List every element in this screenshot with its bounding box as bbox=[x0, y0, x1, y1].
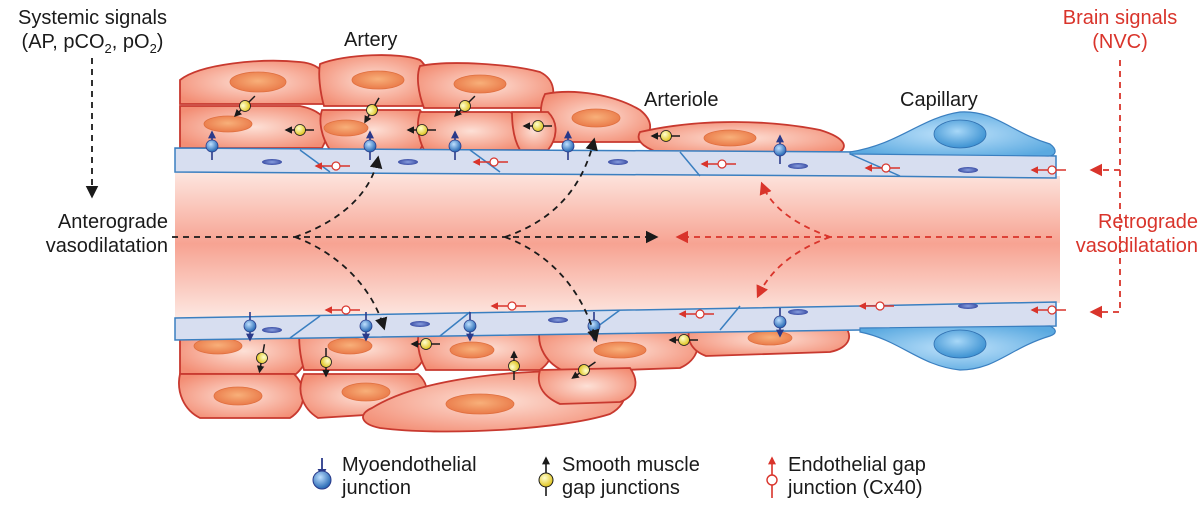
vessel-lumen bbox=[175, 170, 1060, 318]
anterograde-line1: Anterograde bbox=[57, 211, 168, 233]
legend-endothelial-gap-icon bbox=[766, 456, 778, 498]
myoendothelial-junctions bbox=[205, 130, 787, 342]
systemic-signals-label: Systemic signals (AP, pCO2, pO2) bbox=[0, 6, 185, 61]
legend-smooth-muscle-gap-icon bbox=[538, 456, 554, 496]
capillary-label: Capillary bbox=[900, 89, 978, 111]
brain-line2: (NVC) bbox=[1092, 31, 1148, 53]
legend-smooth-line1: Smooth muscle bbox=[562, 454, 700, 476]
anterograde-label: Anterograde vasodilatation bbox=[20, 210, 168, 258]
smooth-muscle-gap-junctions bbox=[234, 95, 698, 380]
retrograde-signal-arrows bbox=[675, 60, 1121, 319]
brain-line1: Brain signals bbox=[1062, 7, 1178, 29]
retrograde-line2: vasodilatation bbox=[1075, 235, 1198, 257]
artery-label: Artery bbox=[344, 29, 398, 51]
endothelial-gap-junctions bbox=[314, 157, 1066, 319]
endothelial-nuclei bbox=[262, 159, 978, 333]
systemic-line2: (AP, pCO2, pO2) bbox=[21, 31, 164, 56]
legend-myoendothelial-icon bbox=[312, 458, 332, 490]
legend-myoendothelial-text: Myoendothelial junction bbox=[342, 454, 477, 500]
pericyte-top bbox=[849, 111, 1056, 157]
arteriole-label: Arteriole bbox=[644, 89, 719, 111]
upper-smc-nuclei bbox=[203, 70, 757, 147]
legend-myoendothelial-line1: Myoendothelial bbox=[342, 454, 477, 476]
anterograde-signal-arrows bbox=[85, 58, 659, 343]
systemic-line1: Systemic signals bbox=[18, 7, 167, 29]
legend-smooth-muscle-text: Smooth muscle gap junctions bbox=[562, 454, 700, 500]
brain-signals-label: Brain signals (NVC) bbox=[1040, 6, 1200, 54]
legend-myoendothelial-line2: junction bbox=[342, 477, 411, 499]
anterograde-line2: vasodilatation bbox=[45, 235, 168, 257]
legend-endothelial-line1: Endothelial gap bbox=[788, 454, 926, 476]
legend-smooth-line2: gap junctions bbox=[562, 477, 680, 499]
retrograde-line1: Retrograde bbox=[1097, 211, 1198, 233]
pericyte-bottom bbox=[859, 325, 1056, 371]
legend-endothelial-line2: junction (Cx40) bbox=[788, 477, 923, 499]
retrograde-label: Retrograde vasodilatation bbox=[1052, 210, 1198, 258]
legend-endothelial-text: Endothelial gap junction (Cx40) bbox=[788, 454, 926, 500]
